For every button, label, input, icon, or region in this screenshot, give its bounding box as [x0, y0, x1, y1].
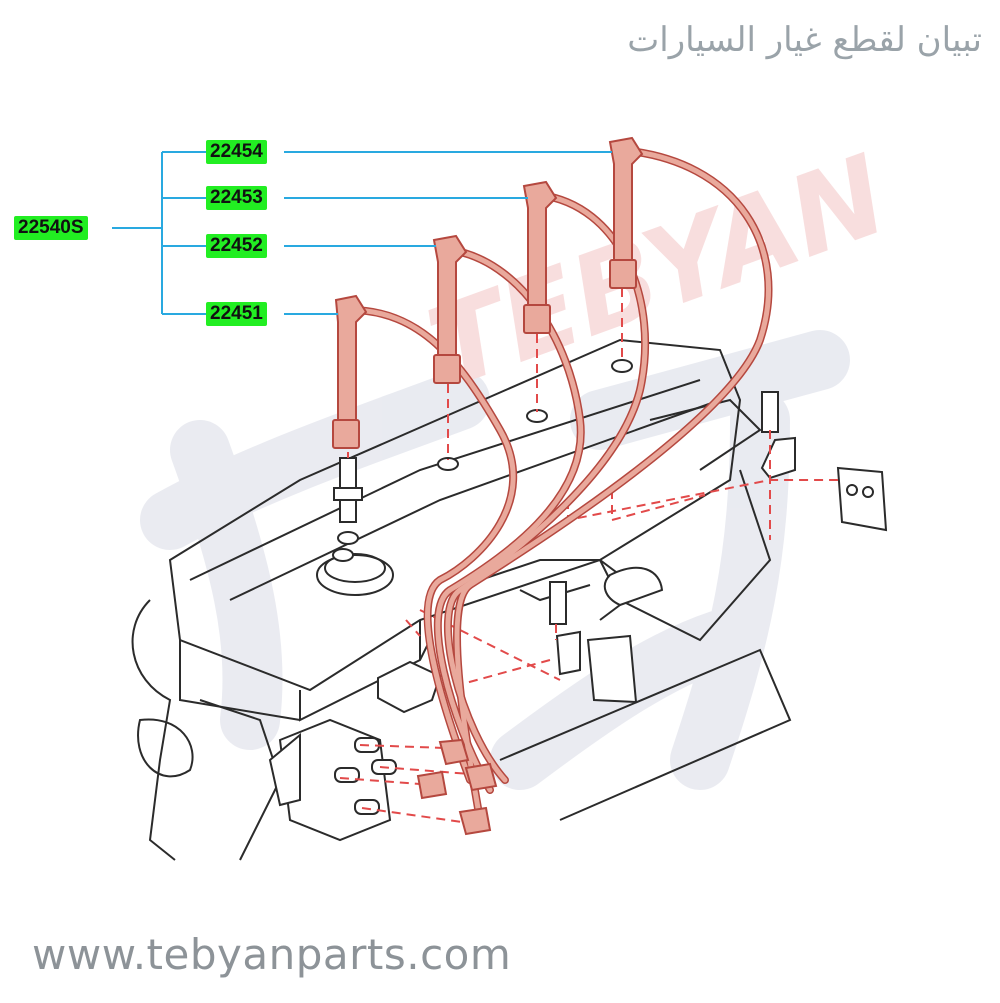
callout-part-1[interactable]: 22454: [206, 140, 267, 164]
callout-part-3[interactable]: 22452: [206, 234, 267, 258]
plug-holes: [332, 359, 633, 562]
leader-lines: [112, 151, 612, 315]
wire-clamps: [377, 391, 888, 714]
callout-part-2[interactable]: 22453: [206, 186, 267, 210]
callout-assembly[interactable]: 22540S: [14, 216, 88, 240]
callout-part-4[interactable]: 22451: [206, 302, 267, 326]
website-url[interactable]: www.tebyanparts.com: [32, 930, 512, 979]
distributor-cap: [268, 718, 397, 842]
brand-arabic-title: تبيان لقطع غيار السيارات: [627, 20, 982, 60]
plug-boots: [332, 136, 644, 836]
